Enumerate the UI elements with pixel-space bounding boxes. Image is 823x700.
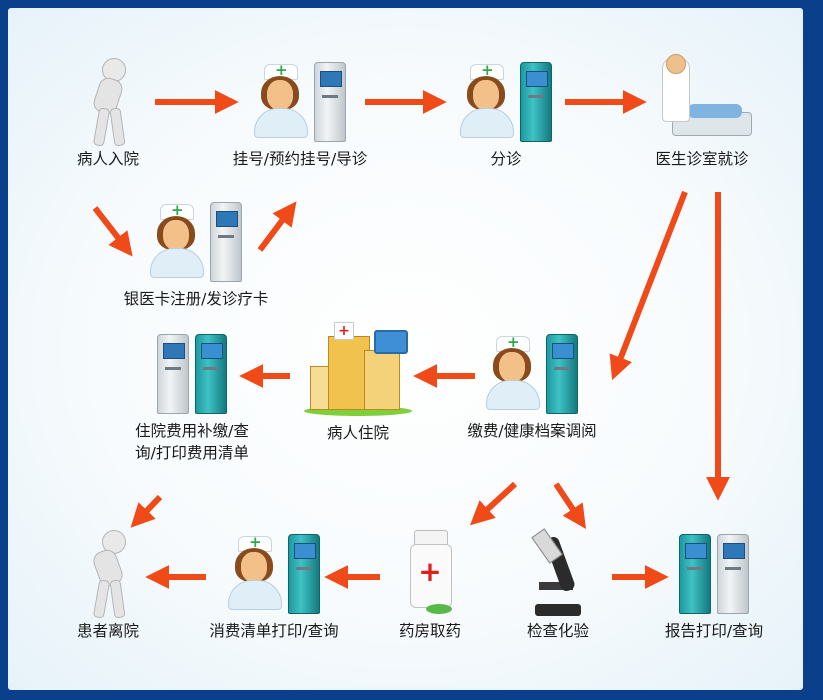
label-payment-records: 缴费/健康档案调阅 (467, 422, 597, 440)
node-report-print: 报告打印/查询 (614, 530, 814, 642)
node-discharge: 患者离院 (8, 530, 208, 642)
microscope-icon (531, 528, 583, 616)
label-pharmacy: 药房取药 (398, 622, 461, 640)
node-hospitalization: + 病人住院 (258, 322, 458, 444)
label-hospitalization: 病人住院 (326, 424, 389, 442)
doctor-bed-icon (654, 54, 752, 144)
node-expense-print: 消费清单打印/查询 (174, 530, 374, 642)
medicine-bottle-icon: + (408, 530, 452, 614)
label-discharge: 患者离院 (76, 622, 139, 640)
node-admission: 病人入院 (8, 58, 208, 170)
nurse-icon (458, 61, 514, 138)
stretching-figure-icon (84, 530, 132, 619)
kiosk-icon (717, 534, 749, 614)
nurse-icon (226, 533, 282, 610)
label-expense-print: 消费清单打印/查询 (209, 622, 339, 640)
kiosk-icon (520, 62, 552, 142)
kiosk-icon (210, 202, 242, 282)
node-registration: 挂号/预约挂号/导诊 (200, 58, 400, 170)
node-card-registration: 银医卡注册/发诊疗卡 (96, 198, 296, 310)
arrow-payment-to-pharmacy (470, 481, 518, 526)
label-admission: 病人入院 (76, 150, 139, 168)
patient-icon (84, 58, 132, 147)
nurse-icon (252, 61, 308, 138)
label-triage: 分诊 (490, 150, 522, 168)
nurse-icon (484, 333, 540, 410)
kiosk-icon (546, 334, 578, 414)
nurse-icon (148, 201, 204, 278)
node-triage: 分诊 (406, 58, 606, 170)
kiosk-icon (314, 62, 346, 142)
label-consultation: 医生诊室就诊 (655, 150, 749, 168)
label-lab-test: 检查化验 (526, 622, 589, 640)
arrow-admission-to-card (92, 206, 133, 257)
arrow-card-to-registration (257, 201, 297, 252)
kiosk-icon (195, 334, 227, 414)
arrow-consultation-to-payment (609, 190, 688, 381)
label-card-registration: 银医卡注册/发诊疗卡 (123, 290, 269, 308)
kiosk-icon (157, 334, 189, 414)
node-consultation: 医生诊室就诊 (602, 54, 802, 170)
arrow-fee-query-to-discharge (130, 494, 163, 528)
label-registration: 挂号/预约挂号/导诊 (232, 150, 368, 168)
node-pharmacy: + 药房取药 (330, 530, 530, 642)
arrow-payment-to-lab (553, 482, 586, 529)
label-inpatient-fee-query: 住院费用补缴/查 询/打印费用清单 (135, 422, 249, 462)
node-payment-records: 缴费/健康档案调阅 (432, 330, 632, 442)
label-report-print: 报告打印/查询 (664, 622, 764, 640)
hospital-icon: + (304, 322, 412, 418)
kiosk-icon (288, 534, 320, 614)
node-lab-test: 检查化验 (458, 528, 658, 642)
kiosk-icon (679, 534, 711, 614)
node-inpatient-fee-query: 住院费用补缴/查 询/打印费用清单 (92, 330, 292, 464)
